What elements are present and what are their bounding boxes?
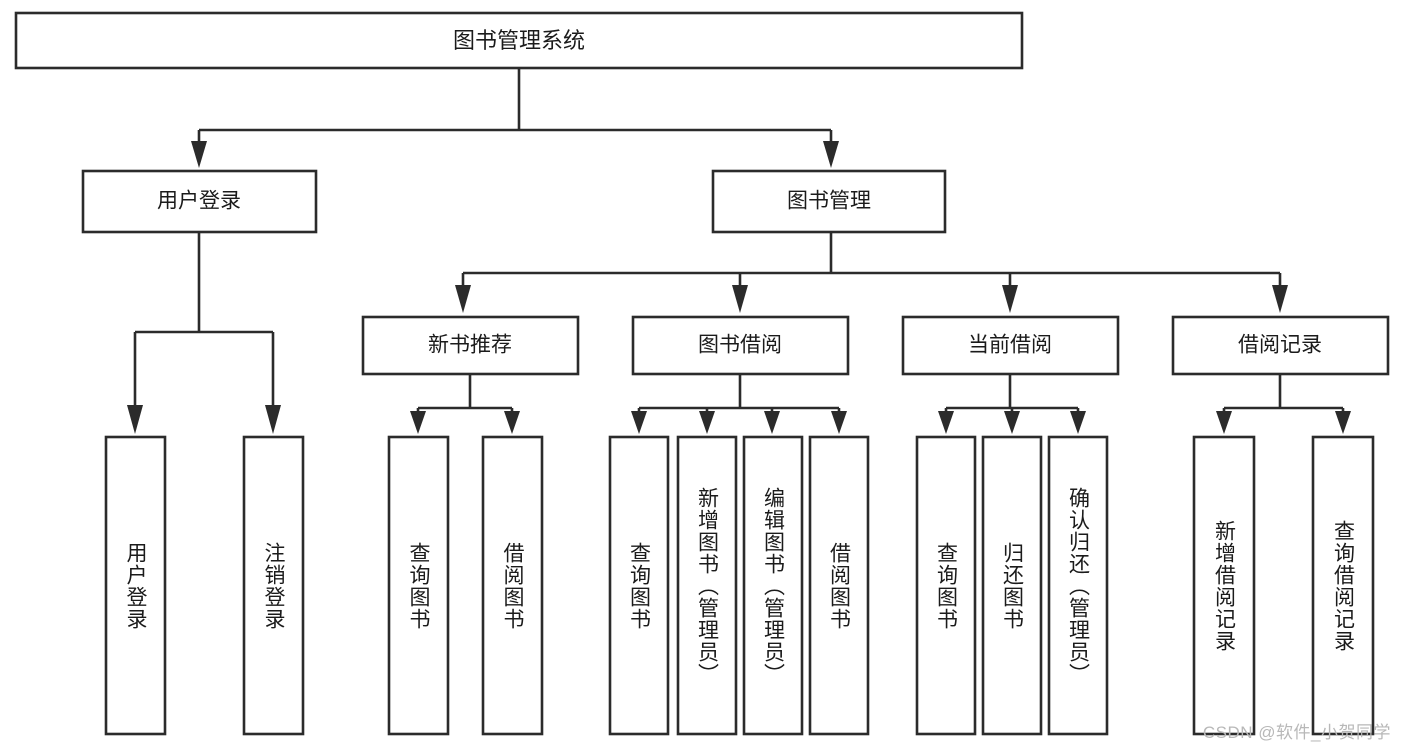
node-user-login-label: 用户登录 bbox=[157, 190, 241, 213]
node-book-borrow-box[interactable] bbox=[631, 315, 850, 376]
leaf-box-current-borrow-2[interactable] bbox=[981, 435, 1043, 736]
leaf-box-book-borrow-2[interactable] bbox=[676, 435, 738, 736]
connector-group-bookmgmt bbox=[455, 232, 1288, 313]
arrow-bookmgmt-to-borrowrecord bbox=[1272, 285, 1288, 313]
node-book-management[interactable]: 图书管理 bbox=[711, 169, 947, 234]
node-book-management-label: 图书管理 bbox=[787, 190, 871, 213]
arrow-bookmgmt-to-currentborrow bbox=[1002, 285, 1018, 313]
arrow-borrowrecord-leaf2 bbox=[1335, 411, 1351, 434]
arrow-currentborrow-leaf3 bbox=[1070, 411, 1086, 434]
leaf-box-current-borrow-1[interactable] bbox=[915, 435, 977, 736]
connector-group-bookborrow bbox=[631, 374, 847, 434]
node-current-borrow-label: 当前借阅 bbox=[968, 334, 1052, 357]
node-new-book-recommend-box[interactable] bbox=[361, 315, 580, 376]
node-borrow-record-label: 借阅记录 bbox=[1238, 334, 1322, 357]
node-book-management-box[interactable] bbox=[711, 169, 947, 234]
node-user-login[interactable]: 用户登录 bbox=[81, 169, 318, 234]
node-root-box[interactable] bbox=[14, 11, 1024, 70]
leaf-boxes-borrow-record bbox=[1192, 435, 1375, 736]
node-user-login-box[interactable] bbox=[81, 169, 318, 234]
connector-group-currentborrow bbox=[938, 374, 1086, 434]
arrow-newbook-leaf1 bbox=[410, 411, 426, 434]
node-borrow-record[interactable]: 借阅记录 bbox=[1171, 315, 1390, 376]
arrow-bookborrow-leaf3 bbox=[764, 411, 780, 434]
leaf-box-current-borrow-3[interactable] bbox=[1047, 435, 1109, 736]
arrow-currentborrow-leaf1 bbox=[938, 411, 954, 434]
node-new-book-recommend-label: 新书推荐 bbox=[428, 334, 512, 357]
leaf-box-borrow-record-2[interactable] bbox=[1311, 435, 1375, 736]
node-book-borrow[interactable]: 图书借阅 bbox=[631, 315, 850, 376]
node-current-borrow[interactable]: 当前借阅 bbox=[901, 315, 1120, 376]
leaf-box-book-borrow-3[interactable] bbox=[742, 435, 804, 736]
arrow-borrowrecord-leaf1 bbox=[1216, 411, 1232, 434]
connector-group-newbook bbox=[410, 374, 520, 434]
leaf-box-new-book-1[interactable] bbox=[387, 435, 450, 736]
arrow-bookmgmt-to-bookborrow bbox=[732, 285, 748, 313]
node-new-book-recommend[interactable]: 新书推荐 bbox=[361, 315, 580, 376]
leaf-box-user-login-1[interactable] bbox=[104, 435, 167, 736]
leaf-box-borrow-record-1[interactable] bbox=[1192, 435, 1256, 736]
leaf-box-new-book-2[interactable] bbox=[481, 435, 544, 736]
arrow-userlogin-leaf2 bbox=[265, 405, 281, 434]
node-current-borrow-box[interactable] bbox=[901, 315, 1120, 376]
leaf-box-book-borrow-4[interactable] bbox=[808, 435, 870, 736]
watermark-text: CSDN @软件_小贺同学 bbox=[1202, 723, 1391, 742]
leaf-boxes-user-login bbox=[104, 435, 305, 736]
node-book-borrow-label: 图书借阅 bbox=[698, 334, 782, 357]
leaf-boxes-current-borrow bbox=[915, 435, 1109, 736]
arrow-userlogin-leaf1 bbox=[127, 405, 143, 434]
leaf-box-book-borrow-1[interactable] bbox=[608, 435, 670, 736]
connector-group-userlogin bbox=[127, 232, 281, 434]
node-borrow-record-box[interactable] bbox=[1171, 315, 1390, 376]
connector-group-borrowrecord bbox=[1216, 374, 1351, 434]
arrow-bookborrow-leaf1 bbox=[631, 411, 647, 434]
arrow-newbook-leaf2 bbox=[504, 411, 520, 434]
node-root[interactable]: 图书管理系统 bbox=[14, 11, 1024, 70]
leaf-box-user-login-2[interactable] bbox=[242, 435, 305, 736]
arrow-bookmgmt-to-newbook bbox=[455, 285, 471, 313]
node-root-label: 图书管理系统 bbox=[453, 28, 585, 53]
arrow-root-to-bookmgmt bbox=[823, 141, 839, 168]
leaf-boxes-book-borrow bbox=[608, 435, 870, 736]
arrow-currentborrow-leaf2 bbox=[1004, 411, 1020, 434]
arrow-bookborrow-leaf4 bbox=[831, 411, 847, 434]
arrow-root-to-userlogin bbox=[191, 141, 207, 168]
connector-group-root bbox=[191, 68, 839, 168]
arrow-bookborrow-leaf2 bbox=[699, 411, 715, 434]
leaf-boxes-new-book bbox=[387, 435, 544, 736]
